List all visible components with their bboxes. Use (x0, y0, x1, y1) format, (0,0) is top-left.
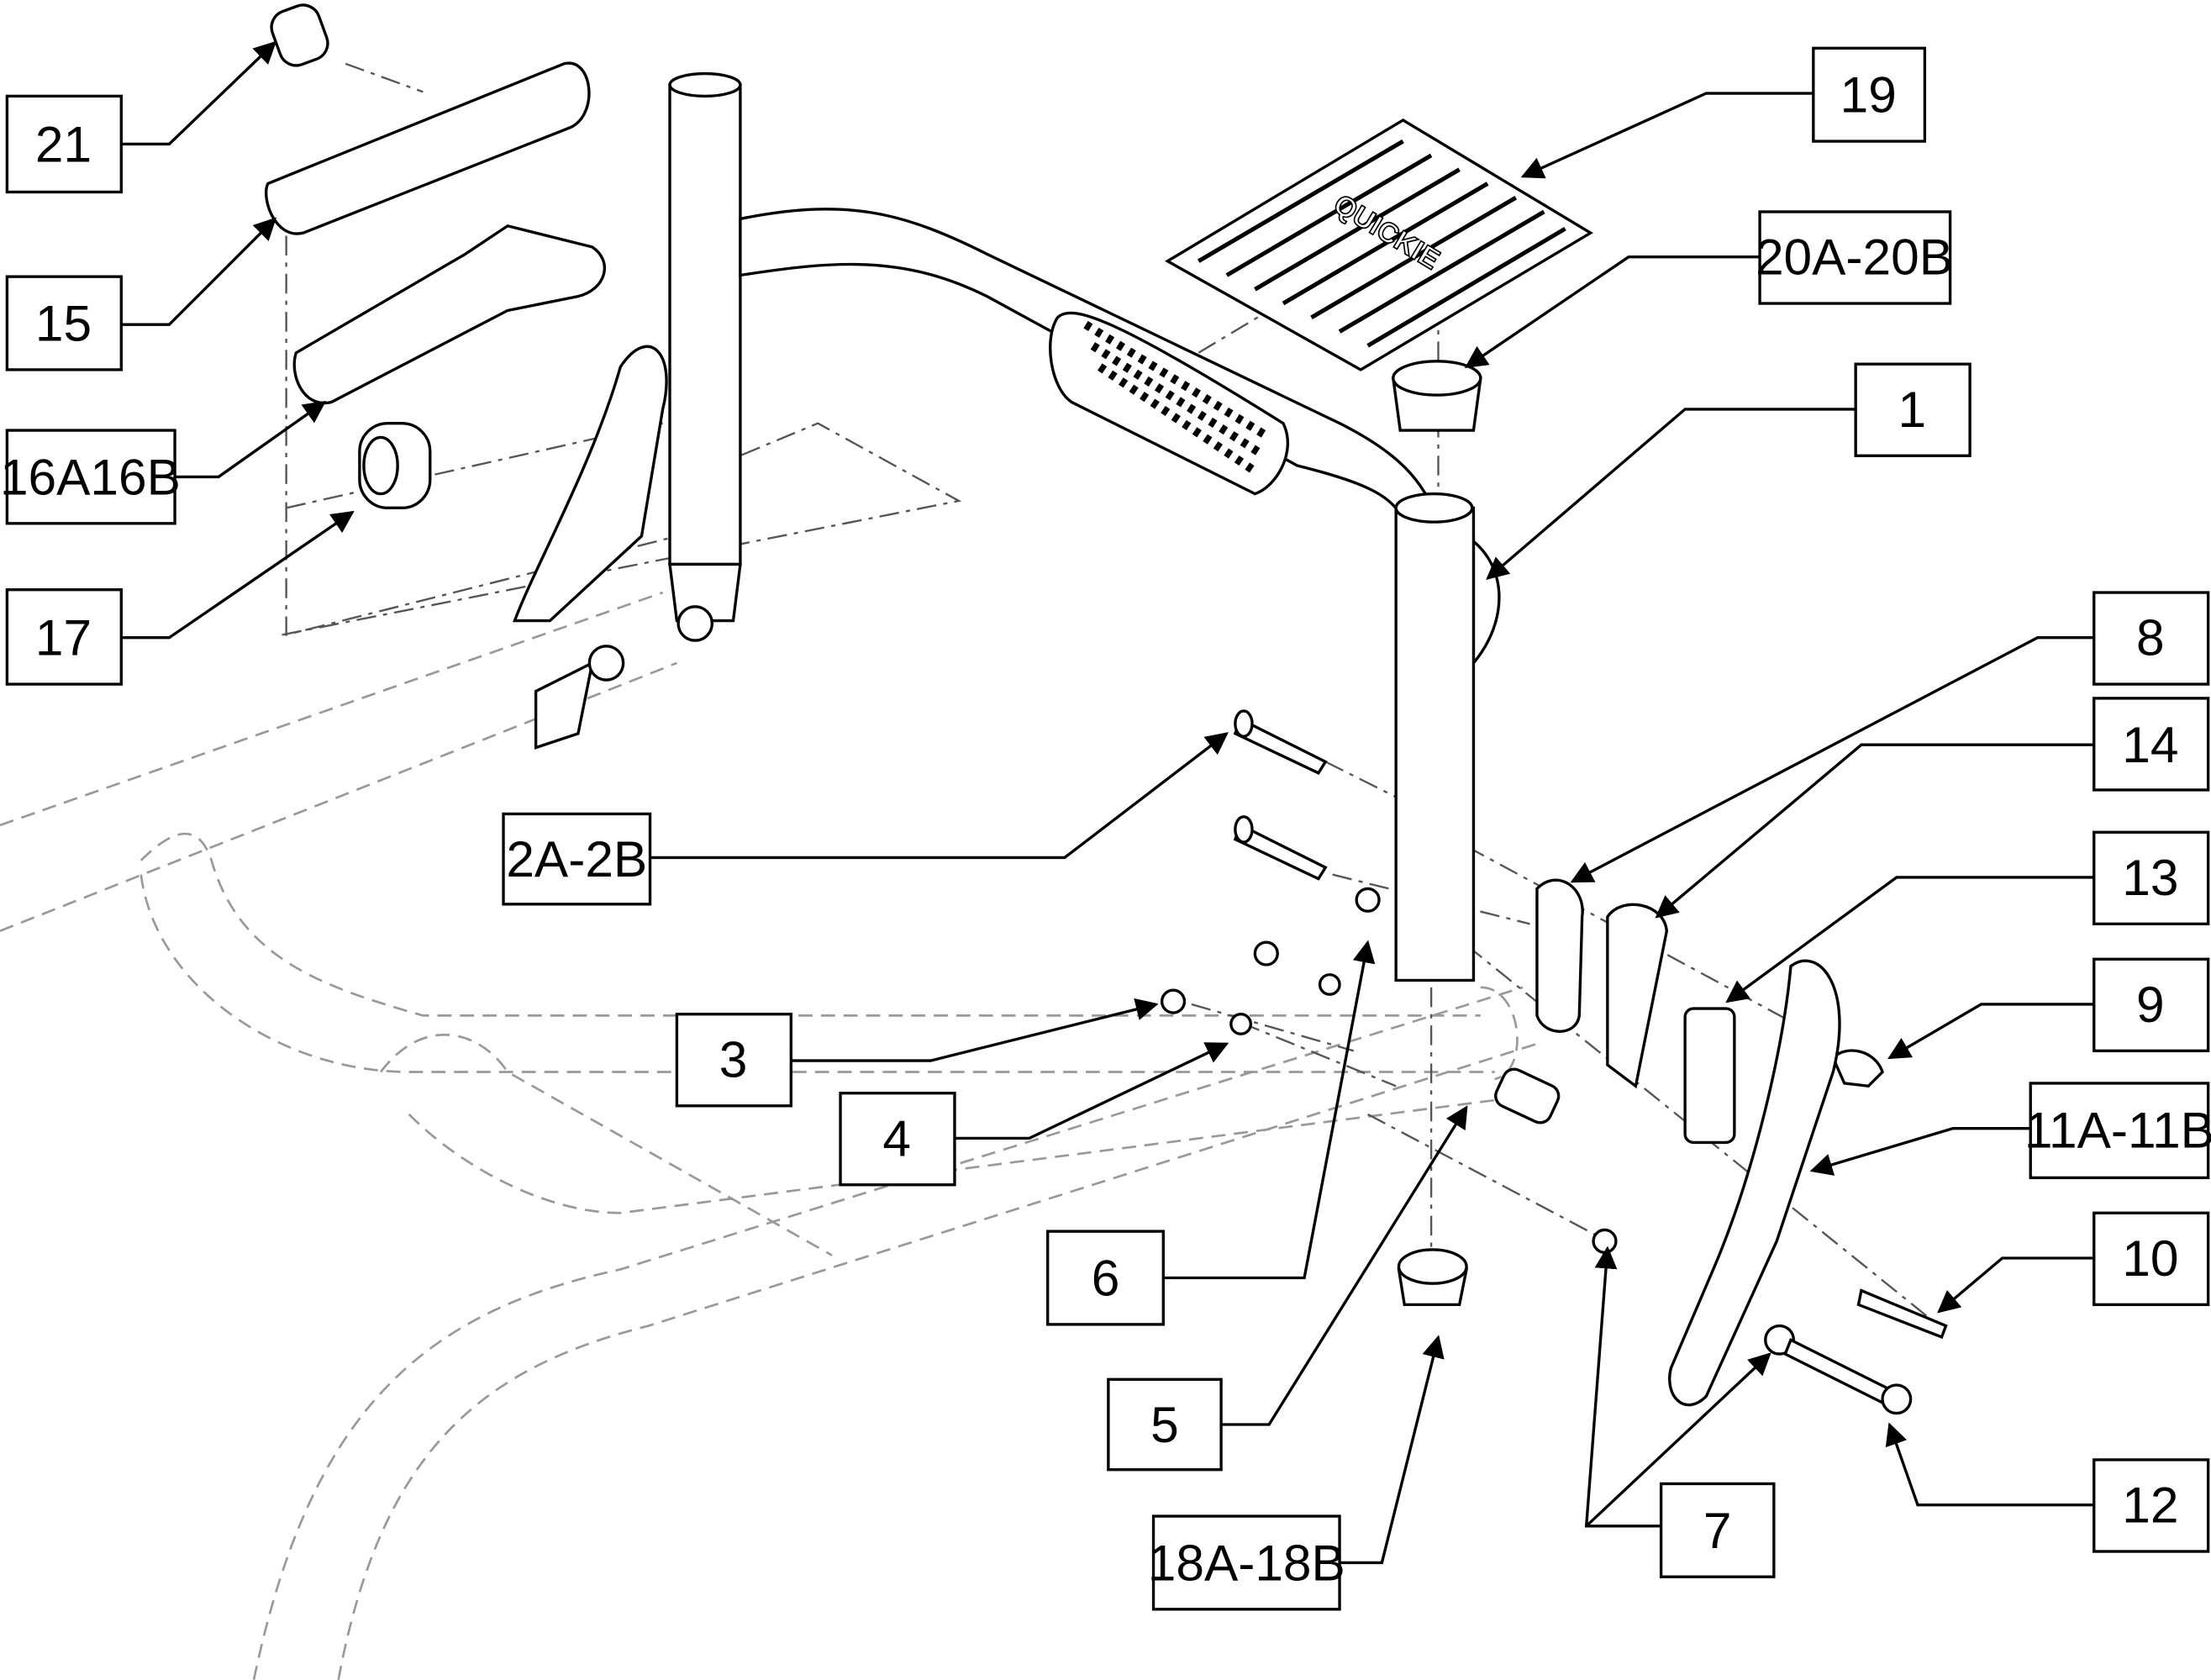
callout-3: 3 (675, 1013, 792, 1108)
callout-label: 2A-2B (506, 830, 647, 887)
callout-10: 10 (2093, 1211, 2210, 1307)
callout-11a-11b: 11A-11B (2024, 1082, 2211, 1180)
callout-label: 1 (1898, 381, 1926, 438)
callout-4: 4 (839, 1092, 956, 1187)
callout-9: 9 (2093, 957, 2210, 1053)
callout-label: 20A-20B (1756, 229, 1953, 286)
callout-19: 19 (1812, 46, 1927, 143)
callout-label: 10 (2122, 1230, 2178, 1287)
callout-label: 5 (1150, 1396, 1179, 1453)
callout-2a-2b: 2A-2B (502, 812, 652, 906)
leader-lines (121, 40, 2094, 1565)
callout-20a-20b: 20A-20B (1756, 210, 1953, 305)
callout-label: 12 (2122, 1477, 2178, 1534)
callout-label: 19 (1840, 66, 1897, 124)
callout-label: 4 (882, 1109, 911, 1167)
tube-cap (1391, 360, 1482, 432)
callout-12: 12 (2093, 1458, 2210, 1553)
callout-21: 21 (5, 94, 123, 194)
callout-label: 9 (2136, 976, 2165, 1033)
left-footrest-assembly (265, 3, 742, 750)
wheelchair-frame-outline (0, 591, 1538, 1680)
callout-label: 15 (35, 295, 92, 352)
callout-label: 6 (1092, 1249, 1120, 1306)
callout-15: 15 (5, 275, 123, 371)
callout-16a16b: 16A16B (0, 429, 181, 525)
callout-6: 6 (1046, 1230, 1165, 1326)
callout-1: 1 (1854, 362, 1971, 457)
callout-label: 13 (2122, 849, 2178, 906)
callout-label: 3 (719, 1030, 748, 1088)
callout-5: 5 (1107, 1377, 1223, 1472)
callout-14: 14 (2093, 697, 2210, 792)
callout-label: 7 (1703, 1502, 1732, 1559)
callout-8: 8 (2093, 591, 2210, 686)
callout-17: 17 (5, 587, 123, 686)
footplate: QUICKIE (1164, 118, 1593, 371)
callout-7: 7 (1659, 1482, 1776, 1578)
callout-label: 16A16B (0, 448, 181, 505)
callout-13: 13 (2093, 830, 2210, 926)
callout-label: 18A-18B (1148, 1534, 1345, 1591)
callout-label: 11A-11B (2024, 1101, 2211, 1158)
callout-label: 21 (35, 115, 92, 172)
hardware-parts (1160, 709, 1948, 1415)
callout-label: 14 (2122, 716, 2178, 773)
callout-label: 8 (2136, 609, 2165, 666)
callout-18a-18b: 18A-18B (1148, 1514, 1345, 1611)
callout-label: 17 (35, 609, 92, 666)
